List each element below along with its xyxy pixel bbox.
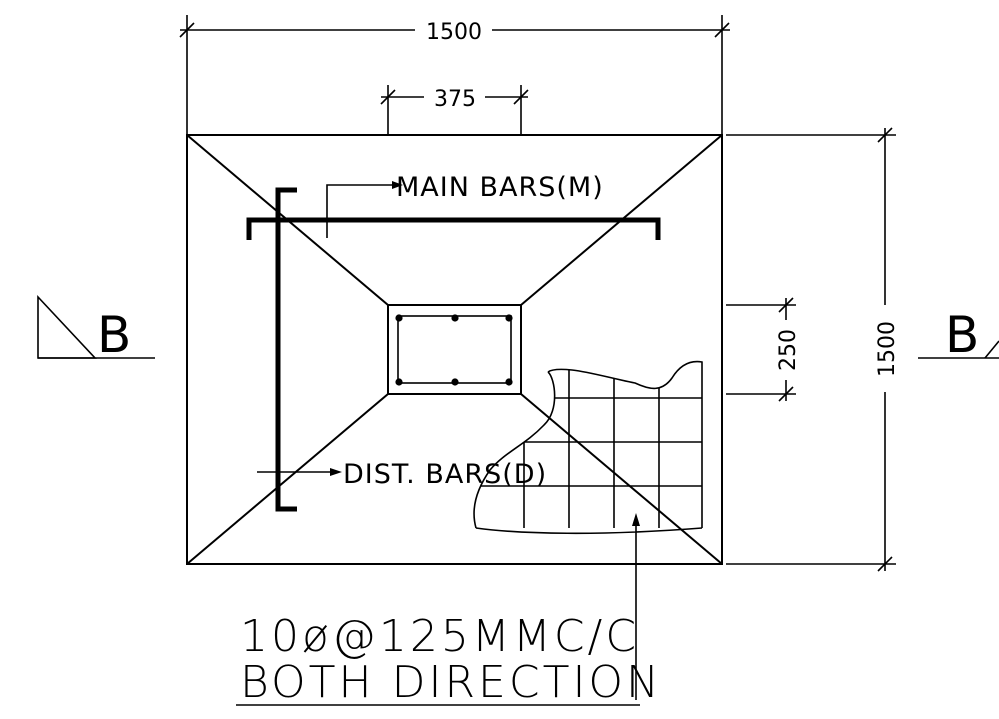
- rebar-mesh: [473, 360, 703, 535]
- dimension-height-right: 1500: [726, 127, 900, 572]
- main-bar: [246, 217, 661, 240]
- dist-bar: [275, 187, 297, 512]
- footing-outline: [186, 134, 723, 565]
- column-outer: [387, 304, 522, 395]
- column-inner: [397, 315, 512, 384]
- dist-bars-callout: DIST. BARS(D): [257, 459, 547, 490]
- dimension-column-height: 250: [726, 297, 801, 402]
- column-rebars: [395, 314, 513, 386]
- main-bars-callout: MAIN BARS(M): [326, 172, 604, 238]
- section-mark-left: B: [37, 294, 155, 364]
- main-bars-label: MAIN BARS(M): [396, 172, 604, 203]
- note-line-1: 10ø@125MMC/C: [240, 611, 639, 662]
- section-mark-right: B: [918, 306, 999, 364]
- note-line-2: BOTH DIRECTION: [240, 657, 662, 708]
- dim-width-top-text: 1500: [426, 20, 482, 45]
- dist-bars-label: DIST. BARS(D): [343, 459, 547, 490]
- section-mark-right-label: B: [945, 306, 979, 364]
- dimension-width-top: 1500: [179, 15, 730, 135]
- note-leader: [632, 513, 640, 700]
- section-mark-left-label: B: [97, 306, 131, 364]
- reinforcement-note: 10ø@125MMC/C BOTH DIRECTION: [236, 611, 662, 708]
- dim-column-width-text: 375: [434, 87, 476, 112]
- dimension-column-width: 375: [380, 85, 529, 135]
- dim-column-height-text: 250: [776, 329, 801, 371]
- dim-height-right-text: 1500: [875, 321, 900, 377]
